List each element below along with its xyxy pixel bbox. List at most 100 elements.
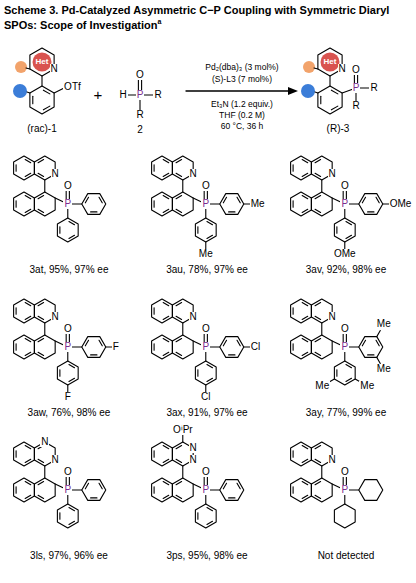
substituent-label: Me — [314, 381, 330, 392]
compound-caption: 3av, 92%, 98% ee — [305, 265, 387, 276]
bond-line — [69, 378, 75, 381]
bond-line — [154, 451, 155, 457]
bond-line — [91, 497, 97, 498]
ring — [14, 335, 35, 359]
atom-label: N — [189, 443, 198, 454]
ring — [172, 335, 193, 359]
ring — [220, 337, 244, 358]
atom-label: N — [189, 455, 198, 466]
atom-label: P — [352, 83, 361, 94]
ring — [152, 192, 173, 216]
bond-line — [186, 90, 290, 91]
bond-line — [85, 197, 88, 203]
atom-label: N — [338, 64, 347, 75]
ring — [57, 218, 78, 242]
substituent-label: OMe — [333, 249, 357, 260]
bond-line — [154, 165, 155, 171]
bond-line — [163, 339, 169, 342]
substituent-label: F — [112, 342, 120, 353]
substituent-label: F — [64, 392, 72, 403]
ring — [291, 156, 312, 180]
ring — [14, 478, 35, 502]
bond-line — [229, 354, 235, 355]
bond-line — [59, 370, 60, 376]
bond-line — [315, 173, 321, 176]
bond-line — [16, 344, 17, 350]
compound-label: (R)-3 — [326, 124, 351, 135]
bond-line — [99, 483, 102, 489]
compound-caption: 3ps, 95%, 98% ee — [165, 551, 248, 562]
atom-label: N — [189, 312, 198, 323]
bond-line — [38, 196, 44, 199]
bond-line — [237, 340, 240, 346]
substituent-dot — [13, 84, 27, 98]
bond-line — [197, 227, 198, 233]
bond-line — [163, 160, 169, 163]
ring — [291, 299, 312, 323]
bond-line — [176, 173, 182, 176]
bond-line — [27, 92, 30, 93]
atom-label: O — [351, 65, 361, 76]
bond-line — [38, 339, 44, 342]
bond-line — [376, 340, 379, 346]
compound-label: 2 — [136, 125, 144, 136]
bond-line — [32, 96, 33, 103]
bond-line — [176, 459, 182, 462]
ring — [334, 218, 355, 242]
bond-line — [346, 378, 352, 381]
ring — [152, 442, 173, 466]
bond-line — [207, 508, 213, 511]
bond-line — [176, 482, 182, 485]
bond-line — [154, 487, 155, 493]
bond-line — [154, 344, 155, 350]
ring — [34, 478, 55, 502]
condition-text: 60 °C, 36 h — [220, 122, 265, 131]
ring — [311, 335, 332, 359]
bond-line — [91, 211, 97, 212]
bond-line — [302, 339, 308, 342]
atom-label: P — [201, 485, 210, 496]
bond-line — [163, 316, 169, 319]
bond-line — [331, 106, 337, 110]
ring — [291, 442, 312, 466]
bond-line — [44, 323, 45, 335]
bond-line — [69, 508, 75, 511]
atom-label: P — [340, 199, 349, 210]
bond-line — [16, 487, 17, 493]
ring — [57, 361, 78, 385]
atom-label: N — [189, 169, 198, 180]
ring — [291, 192, 312, 216]
bond-line — [182, 323, 183, 335]
atom-label: N — [328, 455, 337, 466]
bond-line — [315, 160, 321, 163]
bond-line — [336, 370, 337, 376]
atom-label: O — [201, 181, 211, 192]
atom-label: Het — [323, 58, 338, 66]
bond-line — [315, 339, 321, 342]
ring — [220, 480, 244, 501]
ring — [291, 335, 312, 359]
ring — [14, 299, 35, 323]
atom-label: O — [135, 70, 145, 81]
substituent-label: Cl — [200, 392, 211, 403]
ring — [195, 504, 216, 528]
ring — [152, 335, 173, 359]
ring — [318, 86, 342, 114]
bond-line — [223, 197, 226, 203]
substituent-label: OMe — [389, 199, 413, 210]
bond-line — [207, 521, 213, 524]
atom-label: N — [51, 169, 60, 180]
atom-label: P — [340, 342, 349, 353]
atom-label: O — [63, 324, 73, 335]
atom-label: N — [51, 455, 60, 466]
atom-label: N — [40, 437, 49, 448]
atom-label: N — [328, 169, 337, 180]
bond-line — [368, 354, 374, 355]
bond-line — [302, 303, 308, 306]
atom-label: OTf — [63, 82, 82, 93]
atom-label: P — [63, 199, 72, 210]
scheme-title: Scheme 3. Pd-Catalyzed Asymmetric C−P Co… — [4, 3, 410, 32]
substituent-label: Me — [198, 249, 214, 260]
bond-line — [293, 487, 294, 493]
atom-label: P — [63, 342, 72, 353]
